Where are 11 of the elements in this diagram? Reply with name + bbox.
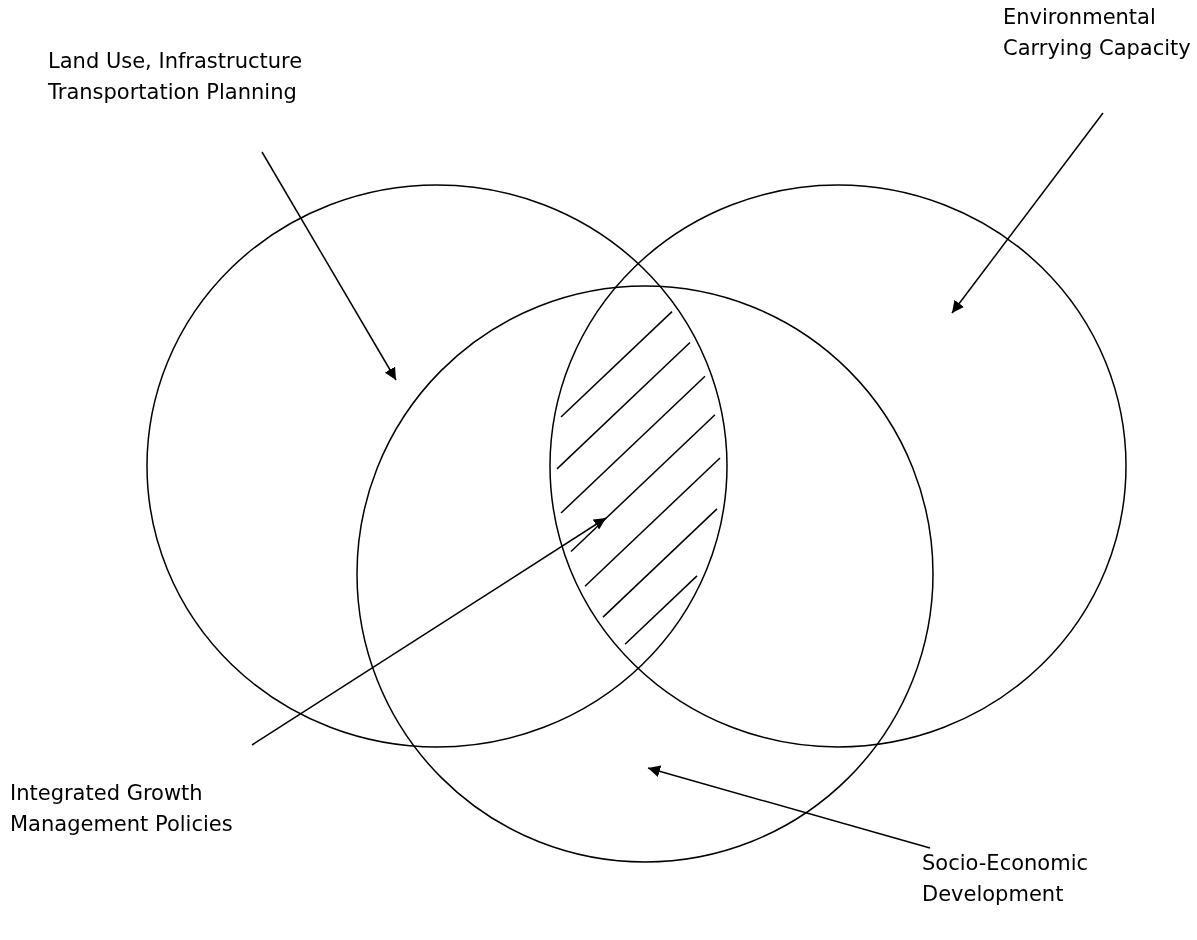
callout-text: Integrated Growth Management Policies [10,778,310,840]
callout-text: Socio-Economic Development [922,848,1122,910]
leader-arrow [251,517,607,746]
leader-arrow [261,151,397,381]
venn-circle [146,184,728,748]
callout-text: Environmental Carrying Capacity [1003,2,1197,64]
leader-arrow [951,112,1104,314]
hatched-region [556,310,721,645]
callout-text: Land Use, Infrastructure Transportation Planning [48,46,388,108]
leader-arrow [647,765,931,849]
venn-circle [549,184,1127,748]
